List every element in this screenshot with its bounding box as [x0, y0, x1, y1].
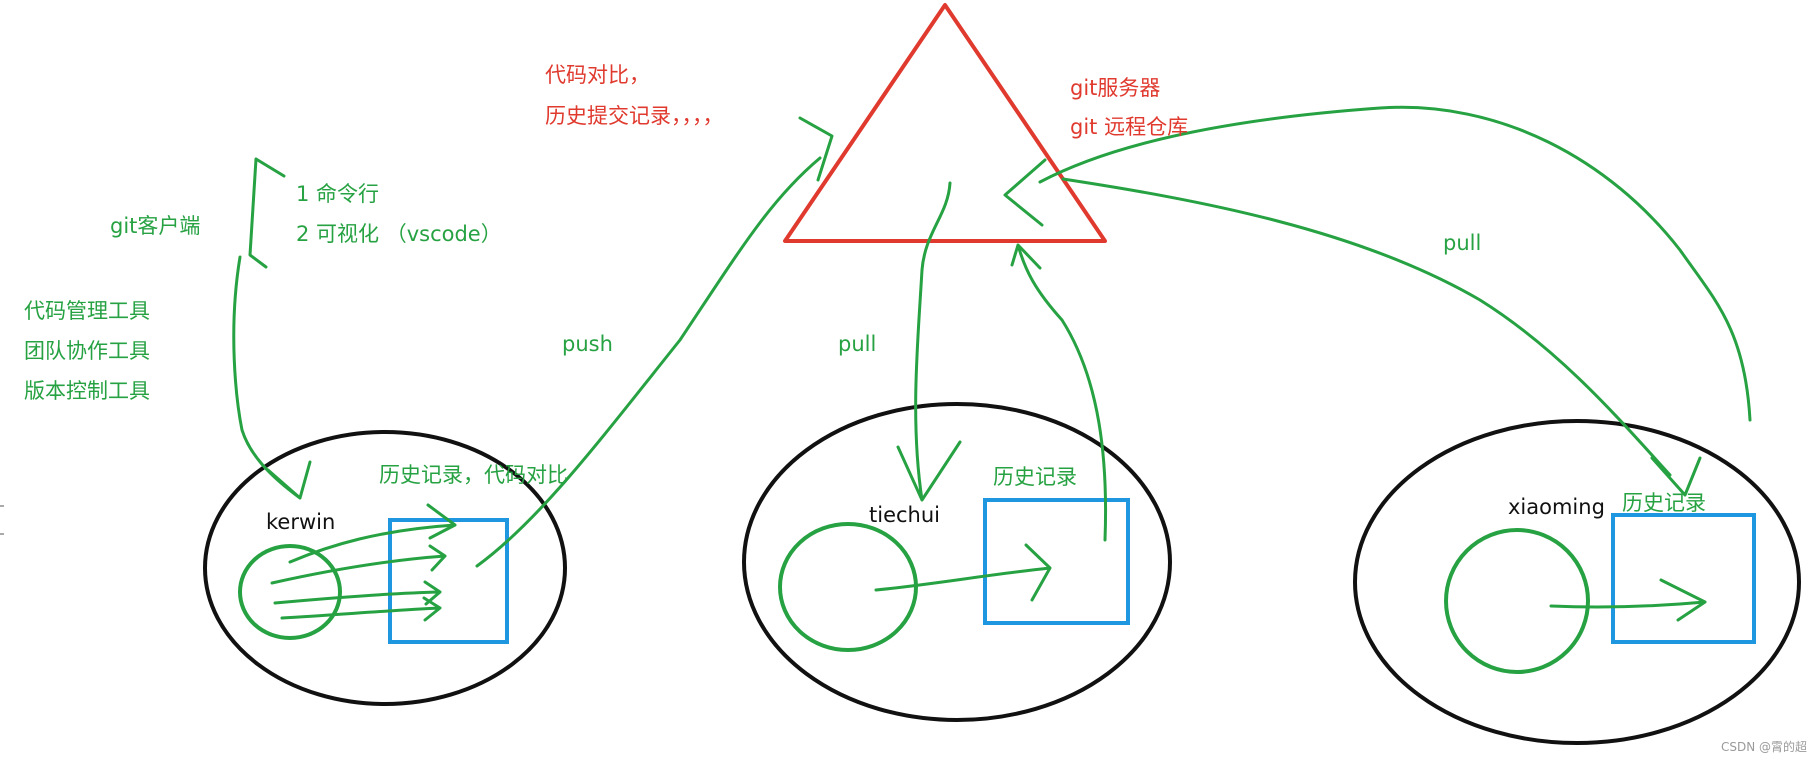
- label-tool-team: 团队协作工具: [24, 339, 150, 363]
- tiechui-local-circle: [778, 522, 918, 652]
- label-tool-version: 版本控制工具: [24, 379, 150, 403]
- tiechui-workspace-ellipse: [742, 402, 1172, 722]
- xiaoming-commit-line: [1549, 578, 1707, 622]
- kerwin-commit-line-1: [288, 503, 457, 564]
- pull-arrow-tiechui: [896, 181, 962, 502]
- label-git-client: git客户端: [110, 214, 201, 238]
- xiaoming-return-arc: [1003, 105, 1752, 422]
- label-client-cli: 1 命令行: [296, 182, 380, 206]
- label-client-gui: 2 可视化 （vscode）: [296, 222, 502, 246]
- label-history-commits: 历史提交记录，，，，: [545, 104, 724, 128]
- label-push: push: [562, 332, 613, 356]
- label-tiechui: tiechui: [869, 503, 940, 527]
- xiaoming-local-repo-box: [1611, 513, 1756, 644]
- tiechui-local-repo-box: [983, 498, 1130, 625]
- kerwin-commit-line-2: [270, 544, 447, 585]
- edge-tick: [0, 505, 4, 535]
- label-xiaoming-note: 历史记录: [1622, 491, 1706, 515]
- label-tool-code-mgmt: 代码管理工具: [24, 299, 150, 323]
- label-pull-right: pull: [1443, 231, 1482, 255]
- label-xiaoming: xiaoming: [1508, 495, 1605, 519]
- push-arrow: [475, 116, 834, 568]
- label-pull-center: pull: [838, 332, 877, 356]
- kerwin-commit-line-3: [273, 580, 442, 606]
- xiaoming-local-circle: [1444, 528, 1590, 674]
- remote-repo-triangle: [783, 3, 1107, 243]
- xiaoming-workspace-ellipse: [1353, 419, 1801, 745]
- label-kerwin-note: 历史记录，代码对比: [379, 463, 568, 487]
- pull-arrow-xiaoming: [1061, 177, 1702, 497]
- label-git-server: git服务器: [1070, 76, 1161, 100]
- label-code-compare: 代码对比，: [545, 63, 650, 87]
- label-kerwin: kerwin: [266, 510, 336, 534]
- client-bracket: [248, 157, 286, 269]
- tiechui-commit-line: [874, 543, 1052, 602]
- client-to-kerwin-arrow: [232, 255, 312, 500]
- kerwin-commit-line-4: [280, 596, 442, 622]
- kerwin-local-repo-box: [388, 518, 509, 644]
- kerwin-workspace-ellipse: [203, 430, 567, 706]
- watermark: CSDN @霄的超: [1720, 740, 1807, 754]
- kerwin-local-circle: [238, 544, 342, 640]
- tiechui-push-arrow: [1010, 243, 1108, 542]
- label-tiechui-note: 历史记录: [993, 465, 1077, 489]
- label-git-remote-repo: git 远程仓库: [1070, 115, 1189, 139]
